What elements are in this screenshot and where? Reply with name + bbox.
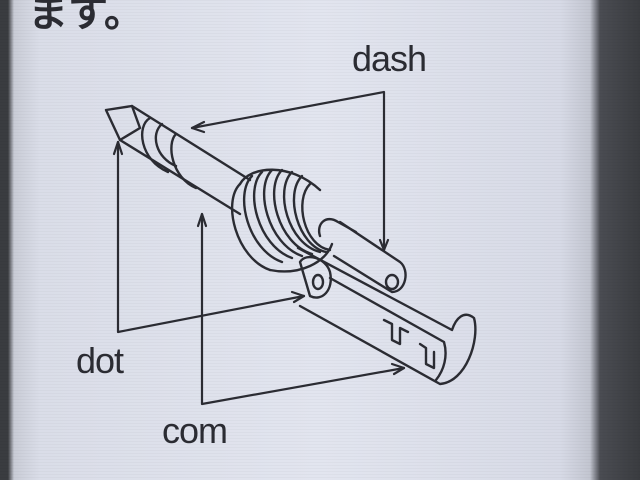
com-frame [296, 246, 477, 386]
leader-lines [112, 90, 406, 406]
label-dash: dash [352, 38, 427, 79]
dot-leader [116, 140, 306, 334]
plug-tip [104, 104, 142, 142]
dash-lug-hole [384, 273, 400, 291]
label-dot: dot [76, 340, 124, 381]
dash-lug [332, 220, 407, 294]
dot-lug-hole [311, 273, 325, 291]
plug-collar [170, 132, 198, 190]
dot-lug [298, 255, 332, 299]
dash-leader-top [190, 90, 386, 252]
rear-body [317, 217, 358, 238]
plug-shaft [118, 104, 252, 216]
threaded-bushing [230, 168, 334, 273]
com-leader [200, 212, 406, 406]
cropped-heading-text: ます。 [28, 0, 144, 35]
label-com: com [162, 410, 228, 451]
